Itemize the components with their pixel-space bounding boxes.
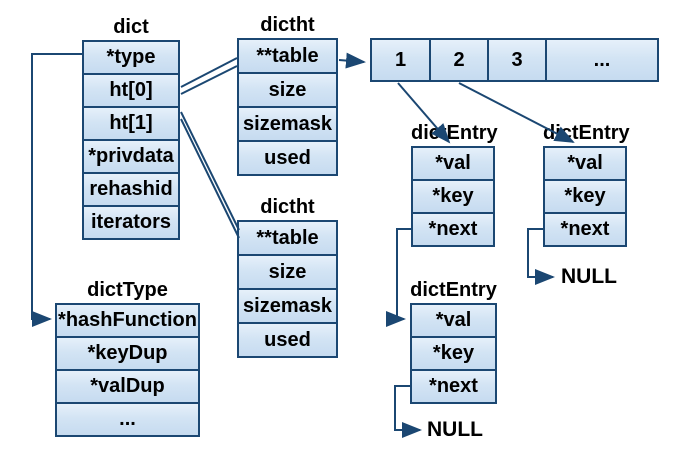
edge-ht0-to-dictht-line2 <box>180 65 238 95</box>
dictht-bottom-table: **table size sizemask used <box>237 220 338 358</box>
dicttype-node: dictType *hashFunction *keyDup *valDup .… <box>55 279 200 437</box>
dictentry-1-row-key: *key <box>411 179 495 214</box>
dicttype-row-ellipsis: ... <box>55 402 200 437</box>
bucket-array-node: 1 2 3 ... <box>370 38 659 82</box>
dicttype-row-hashfunction: *hashFunction <box>55 303 200 338</box>
dictentry-3-label: dictEntry <box>410 279 497 301</box>
dictht-top-row-size: size <box>237 72 338 108</box>
dictentry-1-row-next: *next <box>411 212 495 247</box>
dict-row-privdata: *privdata <box>82 139 180 174</box>
dictht-bottom-row-table: **table <box>237 220 338 256</box>
edge-ht1-to-dictht-line2 <box>180 118 240 239</box>
dictentry-2-table: *val *key *next <box>543 146 627 247</box>
bucket-cell-1: 1 <box>370 38 431 82</box>
edge-entry1-next-to-entry3 <box>386 228 411 327</box>
dictentry-2-row-key: *key <box>543 179 627 214</box>
dictht-bottom-node: dictht **table size sizemask used <box>237 196 338 358</box>
edge-ht0-to-dictht-line1 <box>180 57 238 88</box>
dictentry-1-label: dictEntry <box>411 122 498 144</box>
dict-row-rehashid: rehashid <box>82 172 180 207</box>
dicttype-row-valdup: *valDup <box>55 369 200 404</box>
dictht-bottom-row-used: used <box>237 322 338 358</box>
dictentry-2-row-next: *next <box>543 212 627 247</box>
dictht-bottom-row-size: size <box>237 254 338 290</box>
dictentry-3-table: *val *key *next <box>410 303 497 404</box>
dictht-top-table: **table size sizemask used <box>237 38 338 176</box>
dict-row-ht1: ht[1] <box>82 106 180 141</box>
dicttype-label: dictType <box>87 279 168 301</box>
bucket-cell-3: 3 <box>487 38 547 82</box>
dict-node-label: dict <box>113 16 149 38</box>
dictht-top-row-sizemask: sizemask <box>237 106 338 142</box>
bucket-array-table: 1 2 3 ... <box>370 38 659 82</box>
dictentry-1-row-val: *val <box>411 146 495 181</box>
dictht-top-label: dictht <box>260 14 315 36</box>
dict-row-iterators: iterators <box>82 205 180 240</box>
dicttype-row-keydup: *keyDup <box>55 336 200 371</box>
dictht-top-row-used: used <box>237 140 338 176</box>
dictentry-1-table: *val *key *next <box>411 146 495 247</box>
dictentry-2-label: dictEntry <box>543 122 630 144</box>
dict-row-ht0: ht[0] <box>82 73 180 108</box>
dictentry-1-node: dictEntry *val *key *next <box>411 122 498 247</box>
dict-node: dict *type ht[0] ht[1] *privdata rehashi… <box>82 16 180 240</box>
null-terminator-right: NULL <box>561 265 617 288</box>
bucket-cell-ellipsis: ... <box>545 38 659 82</box>
null-terminator-bottom: NULL <box>427 418 483 441</box>
dict-table: *type ht[0] ht[1] *privdata rehashid ite… <box>82 40 180 240</box>
dictentry-3-row-next: *next <box>410 369 497 404</box>
edge-ht1-to-dictht-line1 <box>180 111 240 231</box>
dictht-bottom-label: dictht <box>260 196 315 218</box>
dictentry-2-node: dictEntry *val *key *next <box>543 122 630 247</box>
dictentry-3-row-val: *val <box>410 303 497 338</box>
dictht-top-row-table: **table <box>237 38 338 74</box>
dicttype-table: *hashFunction *keyDup *valDup ... <box>55 303 200 437</box>
dict-row-type: *type <box>82 40 180 75</box>
dictentry-3-node: dictEntry *val *key *next <box>410 279 497 404</box>
dictentry-2-row-val: *val <box>543 146 627 181</box>
bucket-cell-2: 2 <box>429 38 489 82</box>
dictht-top-node: dictht **table size sizemask used <box>237 14 338 176</box>
dictentry-3-row-key: *key <box>410 336 497 371</box>
dictht-bottom-row-sizemask: sizemask <box>237 288 338 324</box>
edge-table-to-array <box>338 52 366 69</box>
